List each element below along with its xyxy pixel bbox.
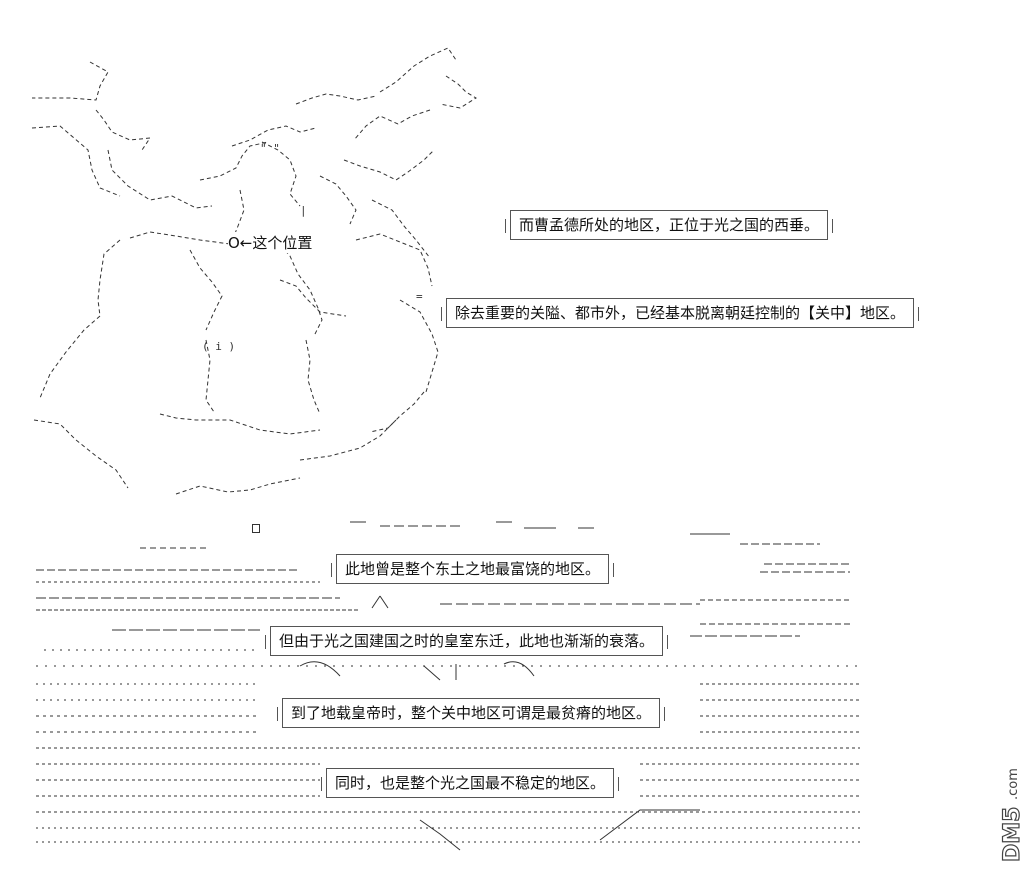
narration-box-3: 此地曾是整个东土之地最富饶的地区。 [330,554,615,584]
small-square [252,524,260,533]
narration-box-1: 而曹孟德所处的地区，正位于光之国的西垂。 [504,210,834,240]
svg-text:DM5: DM5 [1000,807,1025,862]
svg-text:|: | [300,204,307,217]
map-illustration: ~~ = ( i ) " " | [31,47,477,495]
svg-text:" ": " " [260,142,280,155]
location-marker: O←这个位置 [228,232,313,253]
svg-text:( i ): ( i ) [202,340,235,353]
narration-box-4: 但由于光之国建国之时的皇室东迁，此地也渐渐的衰落。 [264,626,669,656]
svg-text:.com: .com [1006,768,1021,800]
dm5-logo: DM5 .com [999,768,1025,862]
narration-box-2: 除去重要的关隘、都市外，已经基本脱离朝廷控制的【关中】地区。 [440,298,920,328]
narration-box-6: 同时，也是整个光之国最不稳定的地区。 [320,768,620,798]
svg-text:=: = [416,290,423,303]
narration-box-5: 到了地载皇帝时，整个关中地区可谓是最贫瘠的地区。 [276,698,666,728]
